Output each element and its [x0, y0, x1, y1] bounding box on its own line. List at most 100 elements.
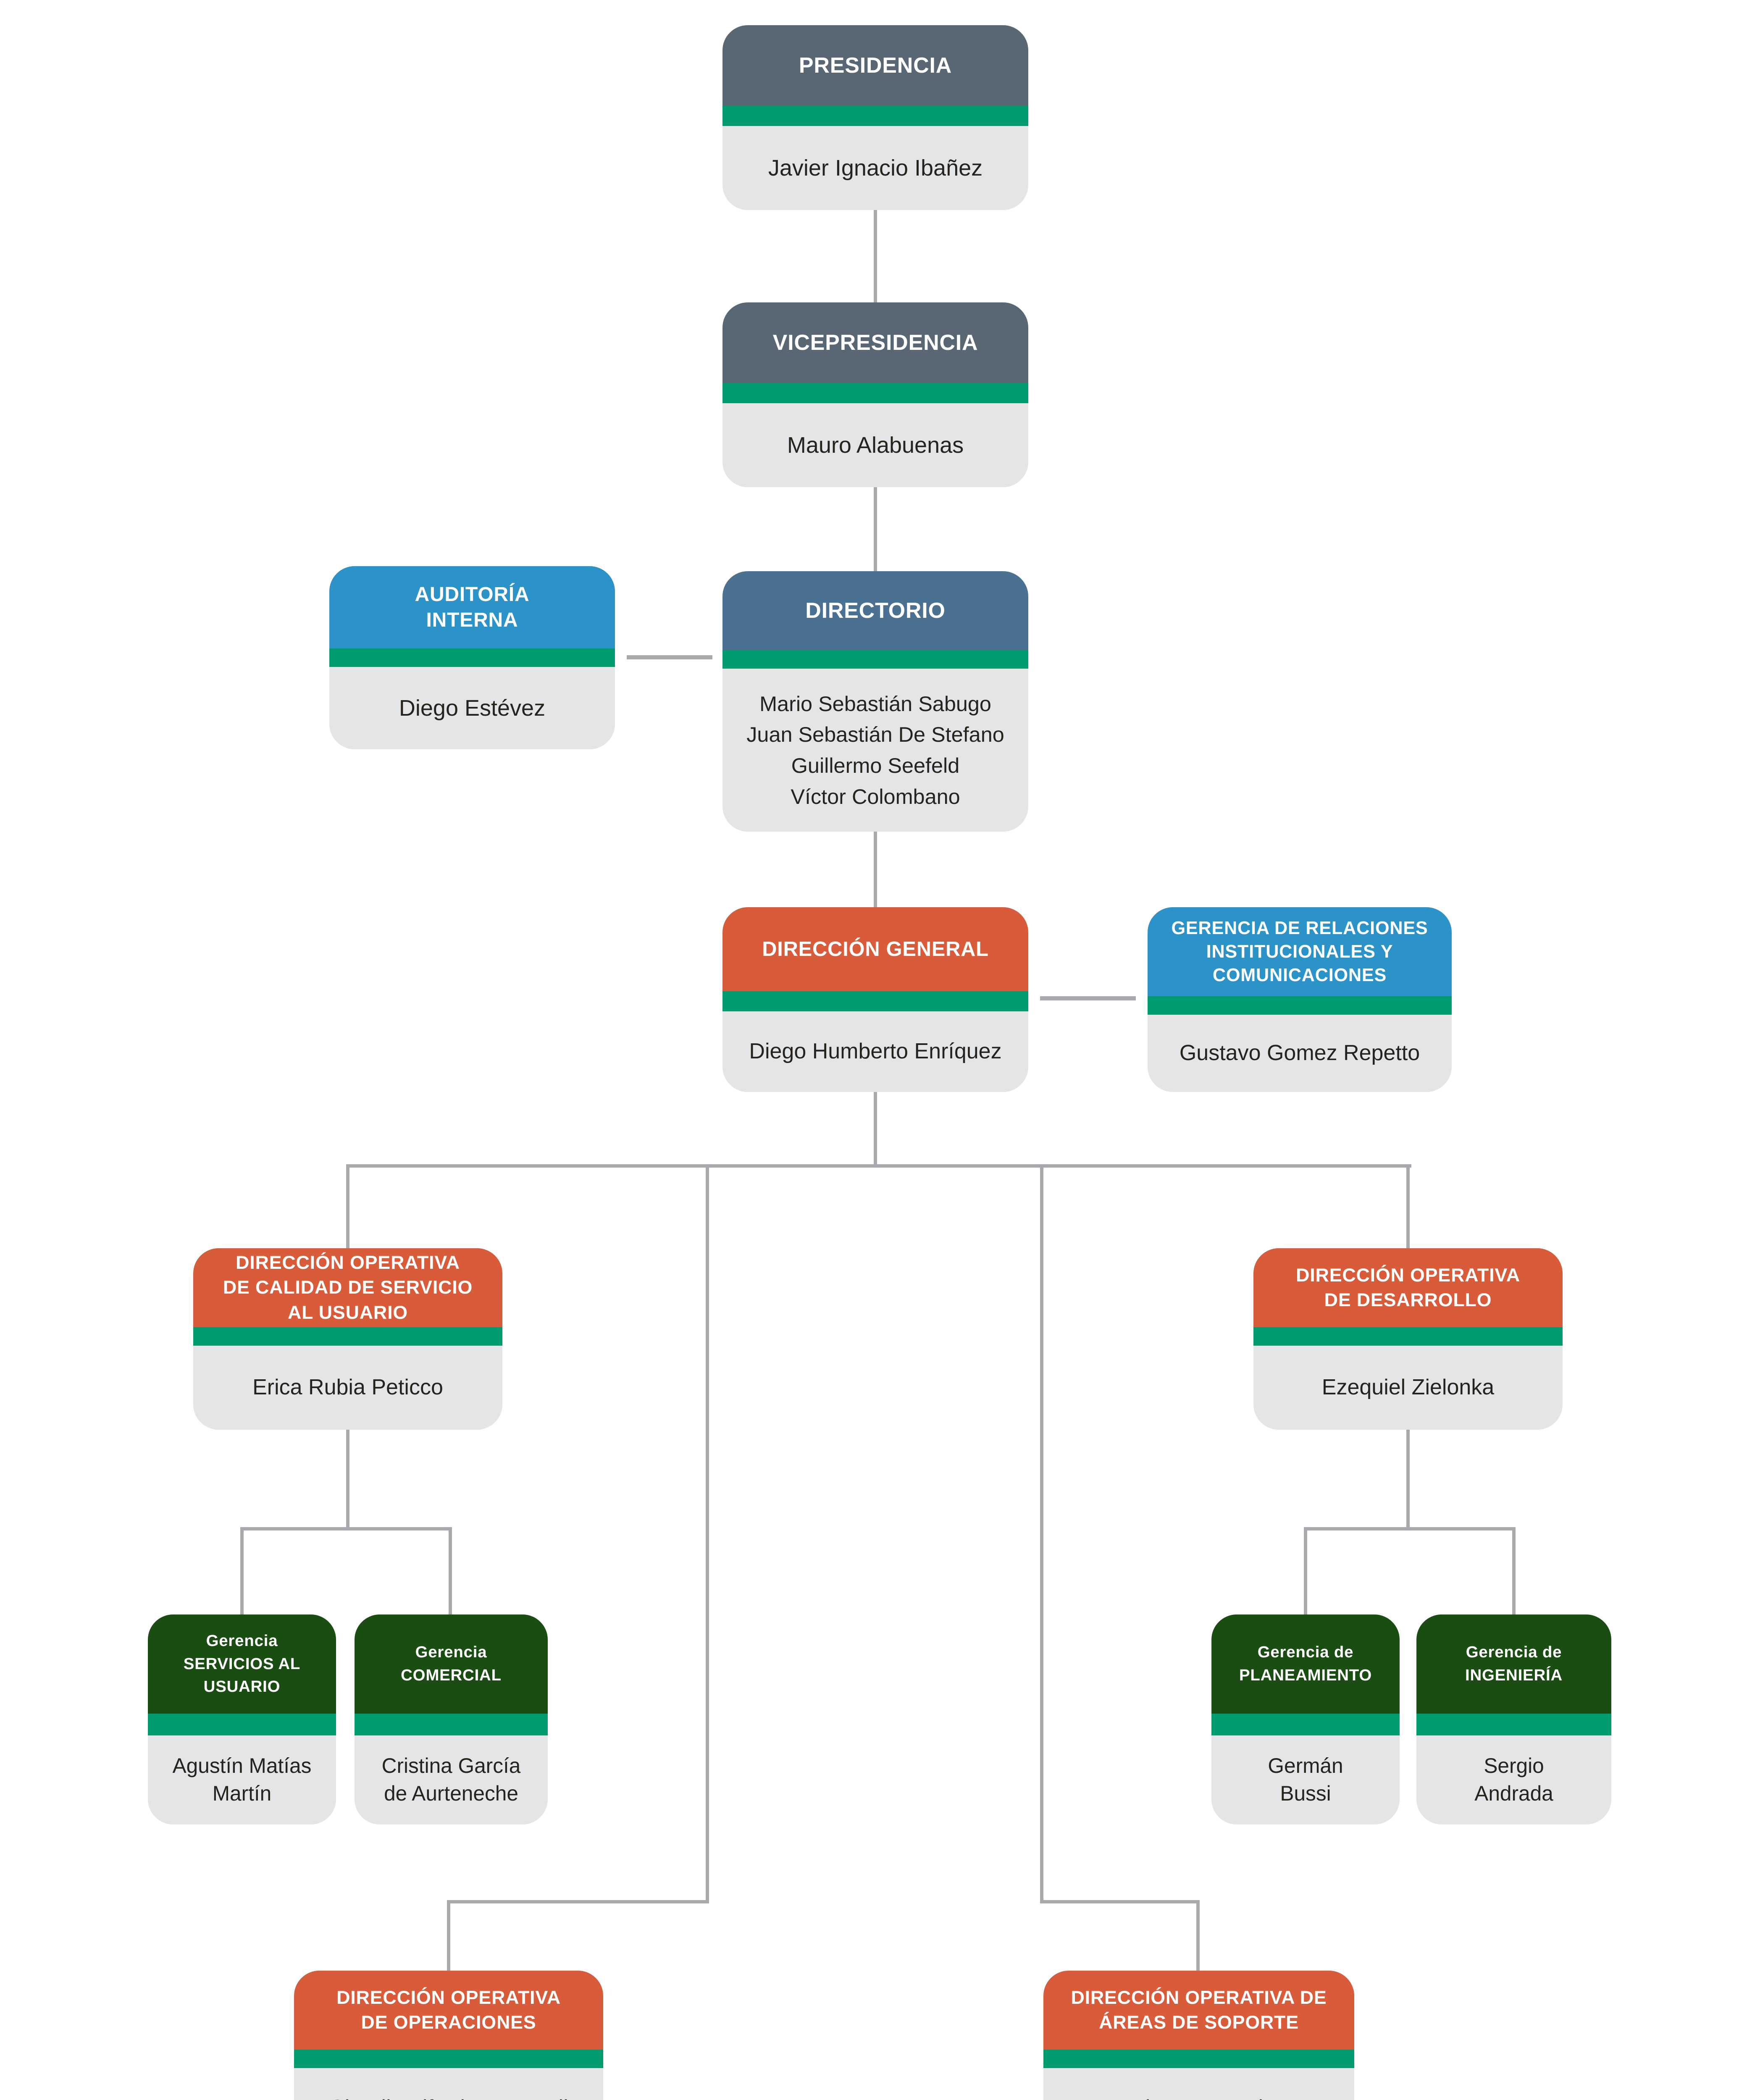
name-line: Javier Mezzamico [1111, 2094, 1286, 2100]
accent-stripe [355, 1714, 548, 1735]
name-line: de Aurteneche [384, 1782, 518, 1805]
connector-line [447, 1900, 709, 1903]
org-node-planeamiento: Gerencia de PLANEAMIENTO Germán Bussi [1211, 1614, 1400, 1824]
name-line: Andrada [1474, 1782, 1553, 1805]
connector-line [1304, 1527, 1307, 1614]
connector-line [706, 1164, 709, 1903]
name-line: Martín [212, 1782, 272, 1805]
title-line: Gerencia de [1466, 1643, 1562, 1662]
name-line: Germán [1268, 1754, 1343, 1778]
node-title: DIRECTORIO [722, 571, 1028, 650]
connector-line [1304, 1527, 1516, 1530]
title-line: DIRECCIÓN OPERATIVA [1296, 1264, 1520, 1286]
node-title: PRESIDENCIA [722, 25, 1028, 106]
connector-line [874, 487, 877, 571]
accent-stripe [1416, 1714, 1611, 1735]
org-node-desarrollo: DIRECCIÓN OPERATIVA DE DESARROLLO Ezequi… [1253, 1248, 1563, 1430]
node-title: Gerencia de INGENIERÍA [1416, 1614, 1611, 1714]
title-line: SERVICIOS AL [183, 1654, 301, 1673]
node-names: Diego Estévez [329, 667, 615, 749]
accent-stripe [1211, 1714, 1400, 1735]
name-line: Guillermo Seefeld [791, 753, 960, 777]
node-names: Erica Rubia Peticco [193, 1346, 502, 1430]
name-line: Diego Humberto Enríquez [749, 1039, 1002, 1064]
node-names: Sergio Andrada [1416, 1735, 1611, 1824]
connector-line [1040, 1164, 1043, 1903]
connector-line [874, 210, 877, 302]
title-line: VICEPRESIDENCIA [772, 330, 978, 355]
title-line: DIRECCIÓN OPERATIVA [236, 1252, 460, 1273]
connector-line [627, 655, 712, 659]
node-names: Javier Mezzamico [1043, 2068, 1354, 2100]
node-title: Gerencia de PLANEAMIENTO [1211, 1614, 1400, 1714]
name-line: Sergio [1484, 1754, 1544, 1778]
connector-line [346, 1164, 1411, 1168]
title-line: DE OPERACIONES [361, 2012, 536, 2033]
name-line: Agustín Matías [172, 1754, 312, 1778]
title-line: INTERNA [426, 609, 518, 631]
title-line: COMERCIAL [401, 1666, 502, 1684]
node-title: DIRECCIÓN GENERAL [722, 907, 1028, 991]
accent-stripe [1043, 2050, 1354, 2068]
org-node-vicepresidencia: VICEPRESIDENCIA Mauro Alabuenas [722, 302, 1028, 487]
node-names: Agustín Matías Martín [148, 1735, 336, 1824]
connector-line [449, 1527, 452, 1614]
node-title: AUDITORÍA INTERNA [329, 566, 615, 648]
accent-stripe [722, 106, 1028, 126]
title-line: Gerencia [415, 1643, 487, 1662]
title-line: USUARIO [203, 1677, 281, 1696]
name-line: Cristina García [381, 1754, 521, 1778]
title-line: INSTITUCIONALES Y [1206, 941, 1393, 962]
title-line: COMUNICACIONES [1212, 965, 1387, 986]
name-line: Claudio Alfredo Leonardi [329, 2094, 568, 2100]
node-names: Cristina García de Aurteneche [355, 1735, 548, 1824]
connector-line [346, 1430, 349, 1529]
title-line: ÁREAS DE SOPORTE [1099, 2012, 1299, 2033]
node-title: DIRECCIÓN OPERATIVA DE CALIDAD DE SERVIC… [193, 1248, 502, 1327]
accent-stripe [193, 1327, 502, 1346]
name-line: Juan Sebastián De Stefano [746, 722, 1004, 747]
name-line: Mauro Alabuenas [787, 432, 964, 458]
title-line: AUDITORÍA [415, 583, 530, 606]
connector-line [240, 1527, 452, 1530]
node-names: Ezequiel Zielonka [1253, 1346, 1563, 1430]
node-names: Mauro Alabuenas [722, 403, 1028, 487]
node-names: Claudio Alfredo Leonardi [294, 2068, 603, 2100]
org-node-comercial: Gerencia COMERCIAL Cristina García de Au… [355, 1614, 548, 1824]
connector-line [240, 1527, 244, 1614]
node-title: DIRECCIÓN OPERATIVA DE OPERACIONES [294, 1971, 603, 2050]
connector-line [447, 1900, 450, 1971]
connector-line [1040, 996, 1136, 1000]
connector-line [1406, 1430, 1410, 1529]
accent-stripe [722, 383, 1028, 403]
title-line: DE CALIDAD DE SERVICIO [223, 1277, 473, 1298]
title-line: PRESIDENCIA [799, 53, 952, 78]
connector-line [1512, 1527, 1516, 1614]
title-line: PLANEAMIENTO [1239, 1666, 1372, 1684]
connector-line [1040, 1900, 1200, 1903]
org-node-calidad-servicio: DIRECCIÓN OPERATIVA DE CALIDAD DE SERVIC… [193, 1248, 502, 1430]
org-node-direccion-general: DIRECCIÓN GENERAL Diego Humberto Enríque… [722, 907, 1028, 1092]
title-line: GERENCIA DE RELACIONES [1171, 918, 1428, 938]
name-line: Gustavo Gomez Repetto [1179, 1041, 1420, 1066]
accent-stripe [148, 1714, 336, 1735]
title-line: Gerencia de [1257, 1643, 1354, 1662]
title-line: DIRECCIÓN OPERATIVA DE [1071, 1987, 1327, 2008]
title-line: DE DESARROLLO [1324, 1289, 1492, 1310]
node-title: VICEPRESIDENCIA [722, 302, 1028, 383]
name-line: Bussi [1280, 1782, 1331, 1805]
node-names: Germán Bussi [1211, 1735, 1400, 1824]
connector-line [346, 1164, 349, 1248]
node-names: Gustavo Gomez Repetto [1148, 1015, 1452, 1092]
node-title: GERENCIA DE RELACIONES INSTITUCIONALES Y… [1148, 907, 1452, 996]
connector-line [874, 832, 877, 907]
accent-stripe [722, 650, 1028, 669]
node-names: Javier Ignacio Ibañez [722, 126, 1028, 210]
title-line: Gerencia [206, 1632, 278, 1650]
accent-stripe [722, 991, 1028, 1011]
accent-stripe [294, 2050, 603, 2068]
org-node-servicios-al-usuario: Gerencia SERVICIOS AL USUARIO Agustín Ma… [148, 1614, 336, 1824]
node-names: Mario Sebastián Sabugo Juan Sebastián De… [722, 669, 1028, 832]
accent-stripe [1148, 996, 1452, 1015]
